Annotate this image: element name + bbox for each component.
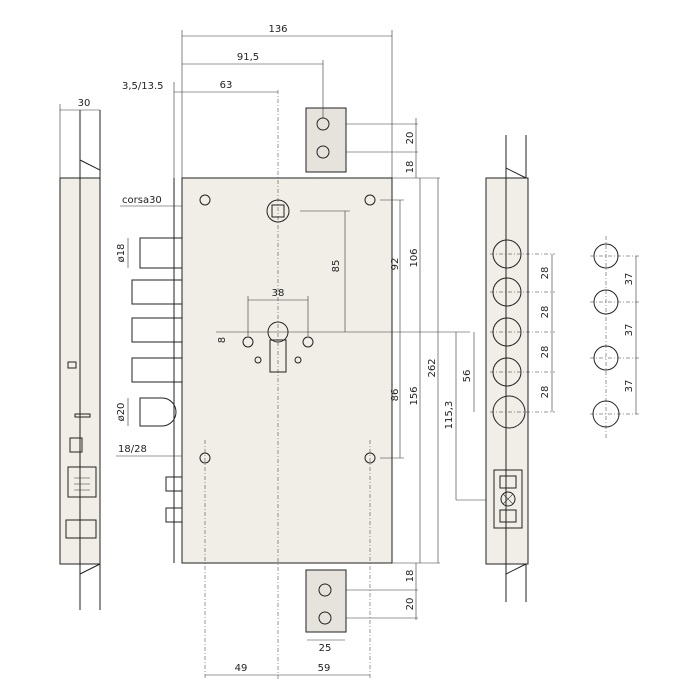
deadbolt-3 <box>131 357 183 383</box>
dim-corsa30: corsa30 <box>122 195 162 206</box>
dim-37-1: 37 <box>624 273 635 286</box>
dim-37-2: 37 <box>624 324 635 337</box>
side-bottom-tab <box>79 563 101 610</box>
dim-59: 59 <box>318 663 331 674</box>
dim-30: 30 <box>78 98 91 109</box>
screw-top-left <box>199 194 211 206</box>
faceplate-bottom-tab <box>505 563 527 602</box>
dim-25: 25 <box>319 643 332 654</box>
side-view: 30 <box>59 98 101 610</box>
hole-pattern-view: 37 37 37 <box>590 236 640 440</box>
dim-38: 38 <box>272 288 285 299</box>
cylinder-screw-left <box>242 336 254 348</box>
dim-91_5: 91,5 <box>237 52 259 63</box>
faceplate-top-tab <box>505 135 527 179</box>
bottom-hole-1 <box>318 583 332 597</box>
dim-156: 156 <box>409 386 420 405</box>
strike-box <box>493 469 523 529</box>
dim-20-top: 20 <box>405 132 416 145</box>
faceplate-view: 28 28 28 28 <box>485 135 555 602</box>
dim-28-3: 28 <box>540 346 551 359</box>
dim-136: 136 <box>268 24 287 35</box>
bottom-dimensions: 18 20 25 49 59 <box>205 563 418 676</box>
dim-18-28: 18/28 <box>118 444 147 455</box>
top-dimensions: 136 91,5 63 3,5/13.5 20 18 <box>122 24 440 179</box>
dim-37-3: 37 <box>624 380 635 393</box>
bottom-rod-connector <box>305 569 347 633</box>
dim-63: 63 <box>220 80 233 91</box>
side-connector-pins <box>74 477 90 491</box>
auxiliary-bolt-2 <box>165 507 183 523</box>
strike-box-centre <box>500 491 516 507</box>
deadbolt-2 <box>131 317 183 343</box>
side-detail-d <box>65 519 97 539</box>
cylinder-pin-right <box>294 356 302 364</box>
cylinder-screw-right <box>302 336 314 348</box>
screw-top-right <box>364 194 376 206</box>
round-bolt <box>139 397 177 427</box>
dim-106: 106 <box>409 248 420 267</box>
auxiliary-bolt-1 <box>165 476 183 492</box>
dim-85: 85 <box>331 260 342 273</box>
strike-box-cross <box>502 493 514 505</box>
side-top-tab <box>79 110 101 178</box>
dim-18-top: 18 <box>405 161 416 174</box>
dim-92: 92 <box>390 258 401 271</box>
deadbolt-1 <box>131 279 183 305</box>
dim-20-bottom: 20 <box>405 598 416 611</box>
side-detail-a <box>67 361 77 369</box>
side-detail-c <box>69 437 83 453</box>
dim-86: 86 <box>390 389 401 402</box>
lock-case <box>181 177 393 564</box>
top-hole-2 <box>316 145 330 159</box>
main-lock <box>131 90 393 680</box>
strike-box-bottom <box>499 509 517 523</box>
side-detail-b <box>74 413 91 418</box>
dim-3_5-13_5: 3,5/13.5 <box>122 81 164 92</box>
dim-18-bottom: 18 <box>405 570 416 583</box>
dim-28-2: 28 <box>540 306 551 319</box>
dim-28-1: 28 <box>540 267 551 280</box>
dim-dia18: ø18 <box>116 244 127 263</box>
dim-28-4: 28 <box>540 386 551 399</box>
dim-56: 56 <box>462 370 473 383</box>
side-connector <box>67 466 97 498</box>
dim-dia20: ø20 <box>116 403 127 422</box>
top-rod-connector <box>305 107 347 173</box>
left-dimensions: corsa30 ø18 ø20 18/28 <box>116 195 182 457</box>
dim-8: 8 <box>217 337 228 343</box>
cylinder-pin-left <box>254 356 262 364</box>
dim-262: 262 <box>427 358 438 377</box>
latch-bolt <box>139 237 183 269</box>
dim-49: 49 <box>235 663 248 674</box>
dim-115_3: 115,3 <box>444 401 455 430</box>
strike-box-top <box>499 475 517 489</box>
bottom-hole-2 <box>318 611 332 625</box>
